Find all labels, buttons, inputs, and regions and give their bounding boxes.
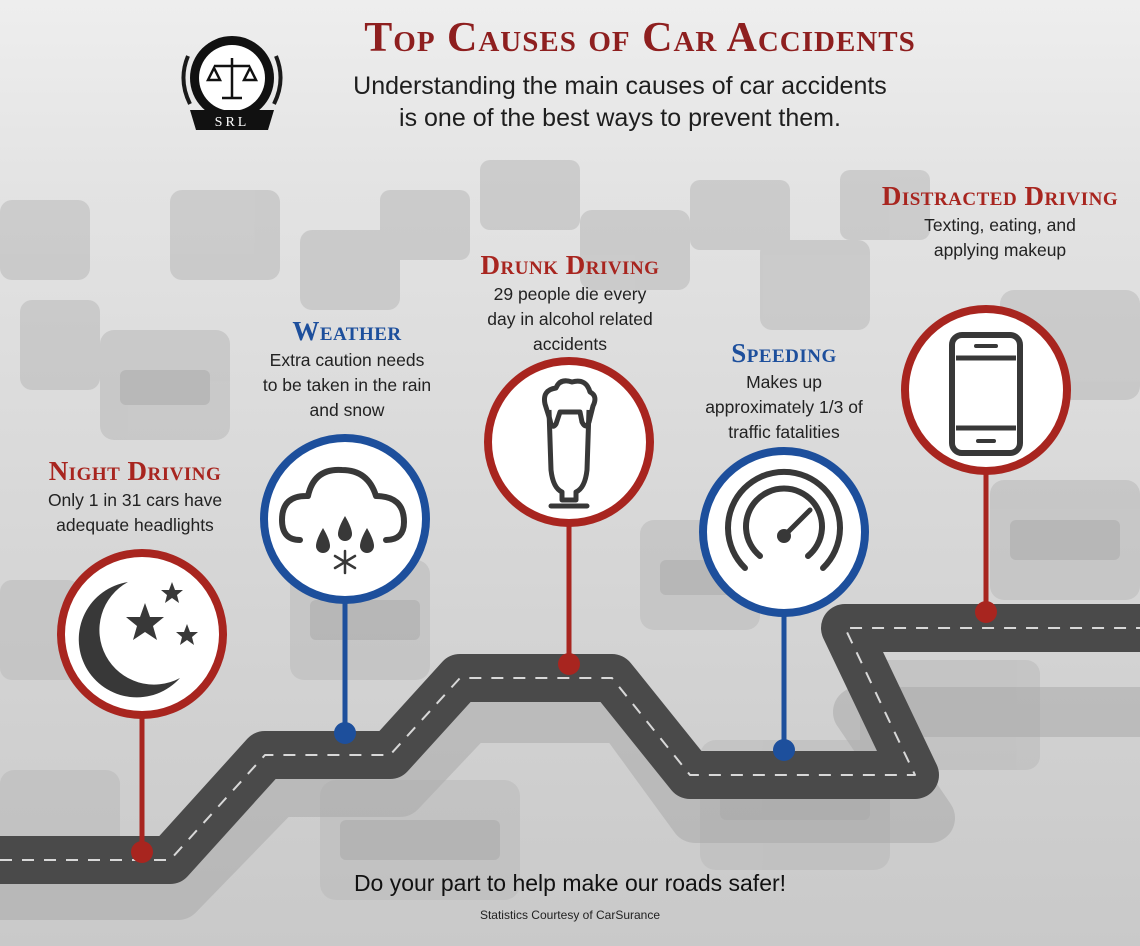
- pin-circle-drunk: [484, 357, 654, 527]
- pin-circle-distracted: [901, 305, 1071, 475]
- subtitle-line-2: is one of the best ways to prevent them.: [399, 104, 841, 132]
- cause-drunk-driving: Drunk Driving 29 people die every day in…: [440, 250, 700, 357]
- desc-line: approximately 1/3 of: [705, 397, 863, 417]
- cause-title: Night Driving: [48, 456, 222, 486]
- subtitle: Understanding the main causes of car acc…: [280, 70, 960, 134]
- desc-line: accidents: [533, 334, 607, 354]
- rain-snow-cloud-icon: [279, 466, 407, 575]
- beer-glass-icon: [542, 378, 598, 509]
- desc-line: traffic fatalities: [728, 422, 840, 442]
- desc-line: applying makeup: [933, 240, 1067, 260]
- subtitle-line-1: Understanding the main causes of car acc…: [353, 72, 887, 100]
- page-title: Top Causes of Car Accidents: [364, 15, 916, 61]
- cause-description: Texting, eating, and applying makeup: [880, 213, 1120, 263]
- desc-line: to be taken in the rain: [262, 375, 432, 395]
- desc-line: day in alcohol related: [487, 309, 653, 329]
- cause-description: Extra caution needs to be taken in the r…: [222, 348, 472, 423]
- cause-distracted-driving: Distracted Driving Texting, eating, and …: [880, 181, 1120, 263]
- cause-description: 29 people die every day in alcohol relat…: [440, 282, 700, 357]
- srl-logo: SRL: [176, 24, 288, 140]
- statistics-credit: Statistics Courtesy of CarSurance: [479, 908, 661, 922]
- cause-title: Weather: [292, 316, 402, 346]
- cause-title: Speeding: [731, 338, 837, 368]
- cause-description: Only 1 in 31 cars have adequate headligh…: [10, 488, 260, 538]
- pin-dot-speeding: [773, 739, 795, 761]
- desc-line: adequate headlights: [56, 515, 214, 535]
- cause-speeding: Speeding Makes up approximately 1/3 of t…: [654, 338, 914, 445]
- desc-line: Only 1 in 31 cars have: [47, 490, 223, 510]
- pin-dot-night: [131, 841, 153, 863]
- cause-title: Drunk Driving: [480, 250, 660, 280]
- desc-line: Texting, eating, and: [924, 215, 1076, 235]
- cause-description: Makes up approximately 1/3 of traffic fa…: [654, 370, 914, 445]
- smartphone-icon: [949, 332, 1023, 456]
- scales-of-justice-icon: [205, 58, 259, 100]
- speedometer-icon: [725, 468, 843, 571]
- cause-night-driving: Night Driving Only 1 in 31 cars have ade…: [10, 456, 260, 538]
- desc-line: and snow: [309, 400, 385, 420]
- desc-line: Makes up: [746, 372, 822, 392]
- footer-message: Do your part to help make our roads safe…: [353, 870, 787, 896]
- pin-dot-drunk: [558, 653, 580, 675]
- moon-stars-icon: [78, 582, 198, 698]
- pin-dot-distracted: [975, 601, 997, 623]
- logo-initials: SRL: [215, 115, 250, 130]
- cause-weather: Weather Extra caution needs to be taken …: [222, 316, 472, 423]
- desc-line: Extra caution needs: [269, 350, 425, 370]
- cause-title: Distracted Driving: [881, 181, 1119, 211]
- desc-line: 29 people die every: [493, 284, 647, 304]
- pin-dot-weather: [334, 722, 356, 744]
